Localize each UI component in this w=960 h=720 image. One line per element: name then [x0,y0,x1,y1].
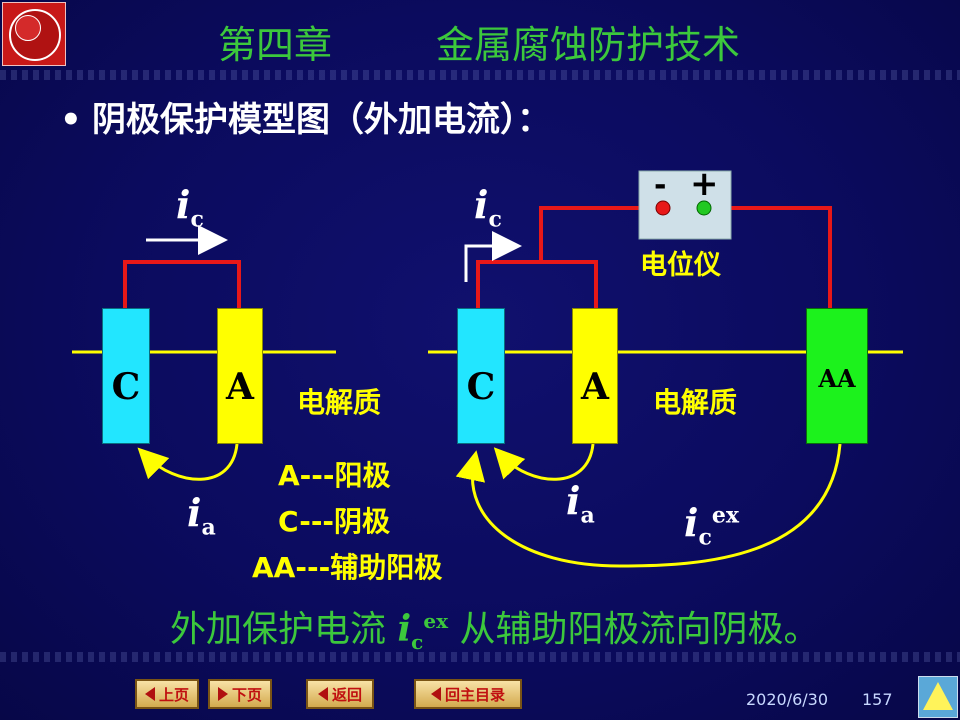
slide-page-number: 157 [862,690,893,709]
icex-symbol: icex [684,500,739,551]
university-logo [2,2,66,66]
potentiometer-label: 电位仪 [640,250,721,281]
legend-anode: A---阳极 [278,459,391,492]
slide-date: 2020/6/30 [746,690,829,709]
icex-superscript: ex [711,502,739,529]
ic-subscript: c [190,206,204,233]
main-menu-label: 回主目录 [444,685,505,704]
texture-band-bottom [0,652,960,662]
next-page-label: 下页 [231,685,262,704]
minus-sign: - [654,168,667,203]
main-menu-button[interactable]: 回主目录 [414,679,522,709]
ic-letter: i [474,182,489,227]
icex-subscript: c [698,524,712,551]
conclusion-subscript: c [411,630,424,655]
positive-terminal [696,200,712,216]
return-icon [317,687,328,701]
ia-arrow-right [493,443,595,481]
anode-right: A [572,308,618,444]
wire-right-ca [476,260,598,308]
conclusion-symbol: icex [397,608,448,654]
conclusion-prefix: 外加保护电流 [170,609,387,650]
ia-letter: i [566,478,581,523]
ia-letter: i [187,490,202,535]
ic-subscript: c [488,206,502,233]
arrow-left-icon [144,687,155,701]
section-heading: •阴极保护模型图（外加电流）： [60,92,551,141]
icex-arrow [455,443,842,568]
cathode-right: C [457,308,505,444]
next-page-button[interactable]: 下页 [208,679,272,709]
ia-symbol-left: ia [187,490,216,541]
conclusion-letter: i [397,608,412,650]
ic-symbol-left: ic [176,182,204,233]
icex-letter: i [684,500,699,545]
wire-right-neg [539,206,663,262]
texture-band-top [0,70,960,80]
wire-right-pos [704,206,832,308]
ic-letter: i [176,182,191,227]
legend-aux-anode: AA---辅助阳极 [252,551,443,584]
chapter-topic: 金属腐蚀防护技术 [436,23,741,67]
logo-emblem [15,15,41,41]
prev-page-button[interactable]: 上页 [135,679,199,709]
home-icon [430,687,441,701]
back-button[interactable]: 返回 [306,679,374,709]
conclusion-superscript: ex [423,609,448,633]
ia-symbol-right: ia [566,478,595,529]
conclusion-suffix: 从辅助阳极流向阴极。 [459,609,820,650]
aux-anode: AA [806,308,868,444]
arrow-right-icon [217,687,228,701]
wire-left [123,260,241,308]
anode-left: A [217,308,263,444]
negative-terminal [655,200,671,216]
emblem-triangle-icon [923,682,953,710]
ia-subscript: a [580,502,595,529]
conclusion-text: 外加保护电流 icex 从辅助阳极流向阴极。 [170,600,819,654]
legend-cathode: C---阴极 [278,505,391,538]
electrolyte-label-right: 电解质 [653,386,738,419]
ic-symbol-right: ic [474,182,502,233]
ic-arrow-right [464,231,522,282]
heading-text: 阴极保护模型图（外加电流）： [92,100,551,140]
ia-arrow-left [137,443,239,481]
prev-page-label: 上页 [158,685,189,704]
bullet-icon: • [60,100,82,140]
corner-emblem [918,676,958,718]
back-label: 返回 [331,685,362,704]
electrolyte-label-left: 电解质 [297,386,382,419]
cathode-left: C [102,308,150,444]
ia-subscript: a [201,514,216,541]
potentiometer-box [638,170,732,240]
plus-sign: + [690,164,719,204]
chapter-label: 第四章 [218,23,333,67]
